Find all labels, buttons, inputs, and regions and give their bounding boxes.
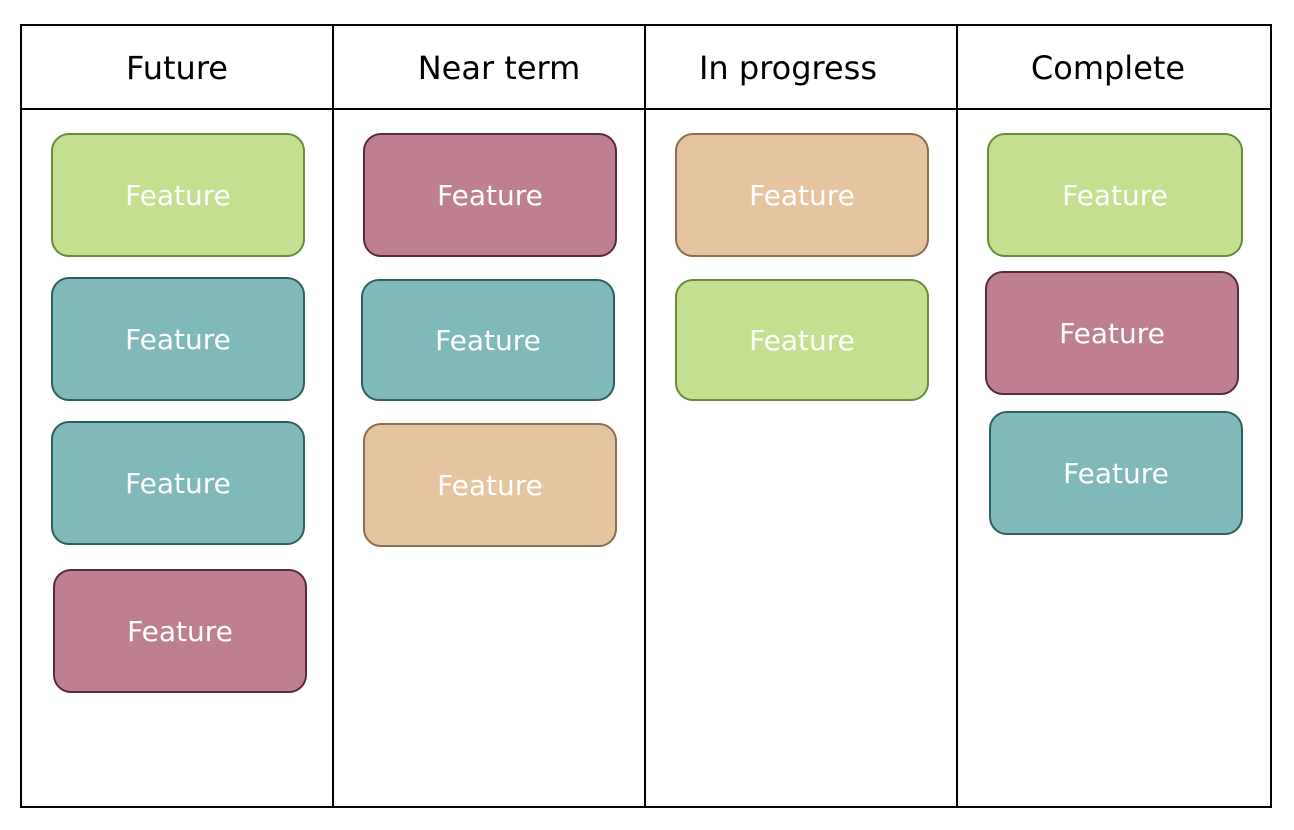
feature-card[interactable]: Feature <box>363 133 617 257</box>
column-divider <box>956 26 958 806</box>
feature-card[interactable]: Feature <box>985 271 1239 395</box>
feature-card[interactable]: Feature <box>51 421 305 545</box>
column-header-near-term: Near term <box>417 49 581 87</box>
column-divider <box>644 26 646 806</box>
header-divider <box>22 108 1270 110</box>
column-header-future: Future <box>126 49 228 87</box>
feature-card[interactable]: Feature <box>51 277 305 401</box>
feature-card[interactable]: Feature <box>361 279 615 401</box>
column-divider <box>332 26 334 806</box>
feature-card[interactable]: Feature <box>51 133 305 257</box>
feature-card[interactable]: Feature <box>363 423 617 547</box>
feature-card[interactable]: Feature <box>987 133 1243 257</box>
feature-card[interactable]: Feature <box>675 279 929 401</box>
kanban-board: Future Near term In progress Complete Fe… <box>20 24 1272 808</box>
feature-card[interactable]: Feature <box>53 569 307 693</box>
feature-card[interactable]: Feature <box>989 411 1243 535</box>
column-header-in-progress: In progress <box>698 49 878 87</box>
feature-card[interactable]: Feature <box>675 133 929 257</box>
column-header-complete: Complete <box>1030 49 1186 87</box>
